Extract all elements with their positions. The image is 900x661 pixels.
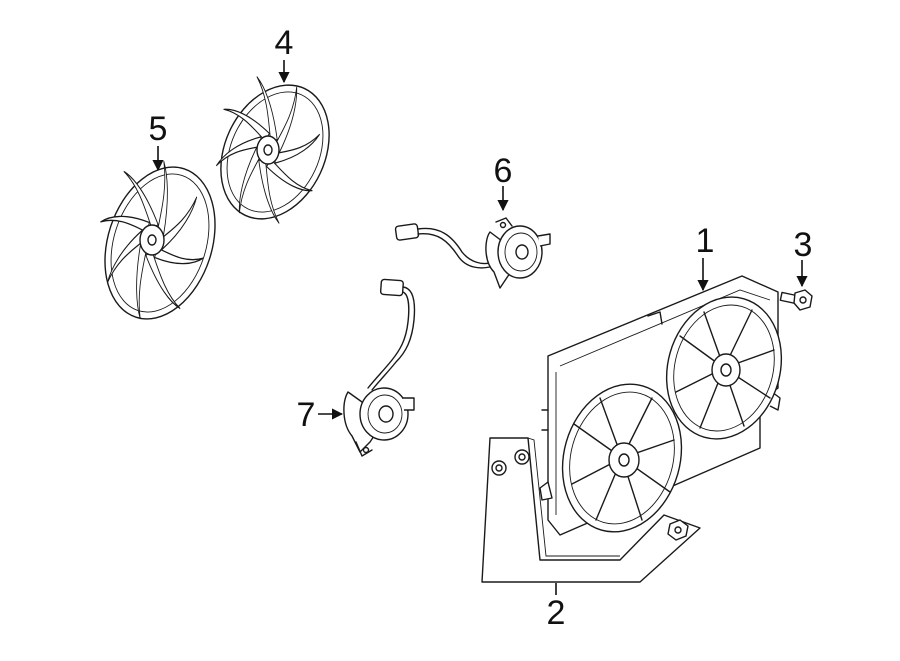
bolt-3 bbox=[779, 289, 813, 311]
fan-motor-6 bbox=[394, 217, 551, 289]
fan-blade-5 bbox=[100, 160, 216, 320]
callout-4: 4 bbox=[275, 24, 294, 62]
bracket-2 bbox=[481, 437, 701, 583]
callout-3: 3 bbox=[794, 226, 813, 264]
callout-1: 1 bbox=[696, 222, 715, 260]
callout-5: 5 bbox=[149, 110, 168, 148]
callout-6: 6 bbox=[494, 152, 513, 190]
fan-blade-4 bbox=[215, 76, 330, 224]
callout-2: 2 bbox=[547, 594, 566, 632]
fan-motor-7 bbox=[343, 278, 416, 457]
fan-shroud-assembly-1 bbox=[539, 275, 783, 536]
callout-arrows bbox=[152, 60, 808, 595]
callout-7: 7 bbox=[297, 396, 316, 434]
